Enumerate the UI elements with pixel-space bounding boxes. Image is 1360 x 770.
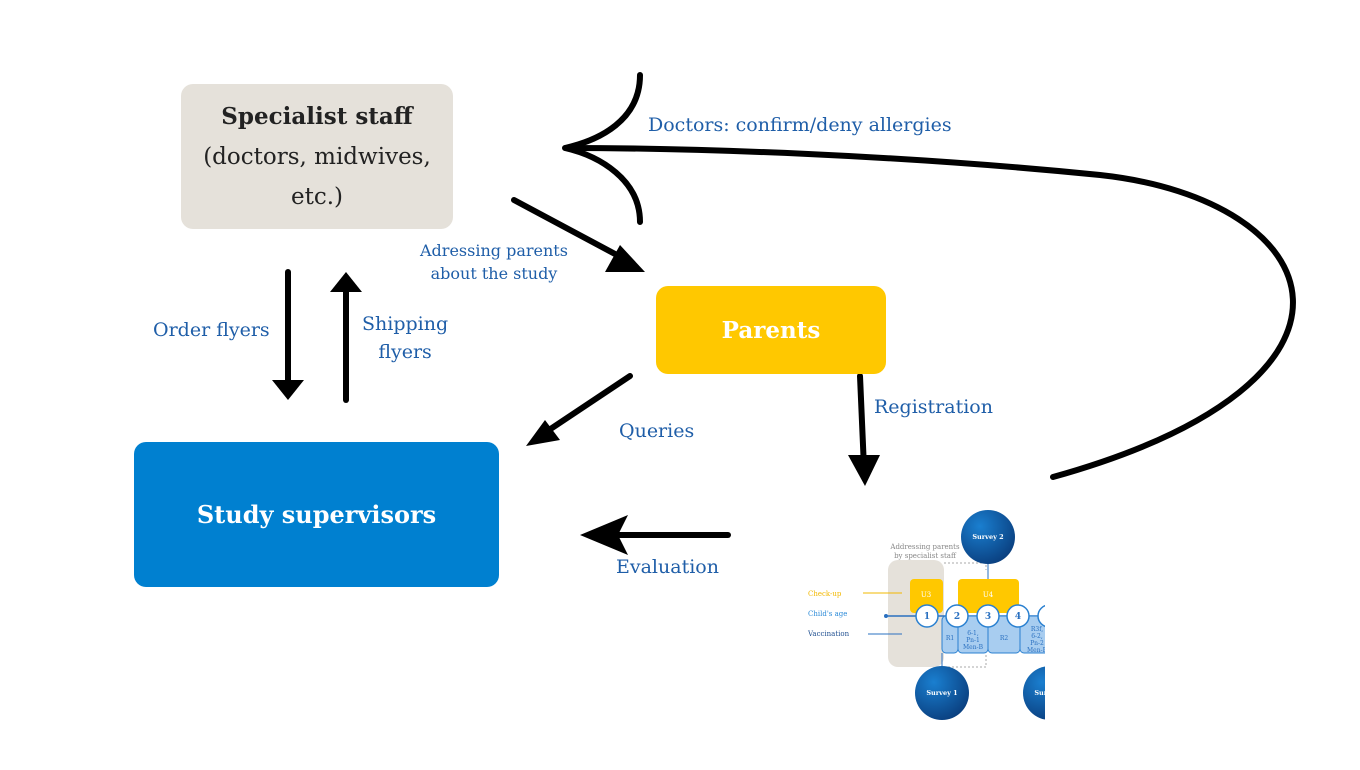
svg-text:4: 4	[1015, 612, 1021, 622]
node-study-supervisors: Study supervisors	[134, 442, 499, 587]
supervisors-title: Study supervisors	[196, 500, 437, 529]
svg-text:R1: R1	[946, 635, 954, 642]
arrow-addressing-parents	[511, 197, 633, 265]
label-evaluation: Evaluation	[616, 556, 719, 578]
svg-text:U4: U4	[983, 591, 994, 599]
svg-text:Survey 3: Survey 3	[1034, 689, 1066, 697]
specialist-subtitle: (doctors, midwives, etc.)	[203, 143, 431, 210]
svg-text:Child's age: Child's age	[808, 610, 847, 618]
arrow-queries	[537, 373, 633, 439]
svg-text:6-2,: 6-2,	[1031, 633, 1043, 640]
svg-text:Pn-2: Pn-2	[1030, 640, 1044, 647]
label-order-flyers: Order flyers	[153, 319, 270, 341]
svg-text:Men-B: Men-B	[963, 644, 984, 651]
svg-text:U3: U3	[921, 591, 931, 599]
svg-text:R3f,: R3f,	[1031, 626, 1043, 633]
svg-text:1: 1	[924, 612, 930, 622]
label-registration: Registration	[874, 396, 993, 418]
svg-text:Survey 1: Survey 1	[926, 689, 957, 697]
specialist-title: Specialist staff	[221, 102, 413, 130]
label-doctors-allergies: Doctors: confirm/deny allergies	[648, 114, 952, 136]
svg-text:2: 2	[954, 612, 960, 622]
label-shipping-flyers: Shipping flyers	[362, 313, 449, 363]
parents-title: Parents	[721, 316, 821, 344]
node-parents: Parents	[656, 286, 886, 374]
node-specialist-staff: Specialist staff (doctors, midwives, etc…	[181, 84, 453, 229]
svg-text:R2: R2	[1000, 635, 1009, 642]
study-timeline-inset: Addressing parents by specialist staff C…	[807, 510, 1066, 720]
svg-text:6-1,: 6-1,	[967, 630, 979, 637]
svg-text:Vaccination: Vaccination	[807, 630, 850, 638]
svg-text:3: 3	[985, 612, 991, 622]
svg-text:Survey 2: Survey 2	[972, 533, 1003, 541]
svg-text:Check-up: Check-up	[808, 590, 842, 598]
label-queries: Queries	[619, 420, 695, 442]
svg-text:Men-B: Men-B	[1027, 647, 1048, 654]
svg-text:Pn-1: Pn-1	[966, 637, 980, 644]
allergy-feedback-curve	[562, 145, 1296, 480]
svg-text:by specialist staff: by specialist staff	[894, 552, 957, 560]
label-addressing-parents: Adressing parents about the study	[420, 241, 568, 283]
arrowhead-brace	[564, 72, 643, 225]
arrow-registration	[857, 373, 867, 471]
svg-text:Addressing parents: Addressing parents	[889, 543, 960, 551]
